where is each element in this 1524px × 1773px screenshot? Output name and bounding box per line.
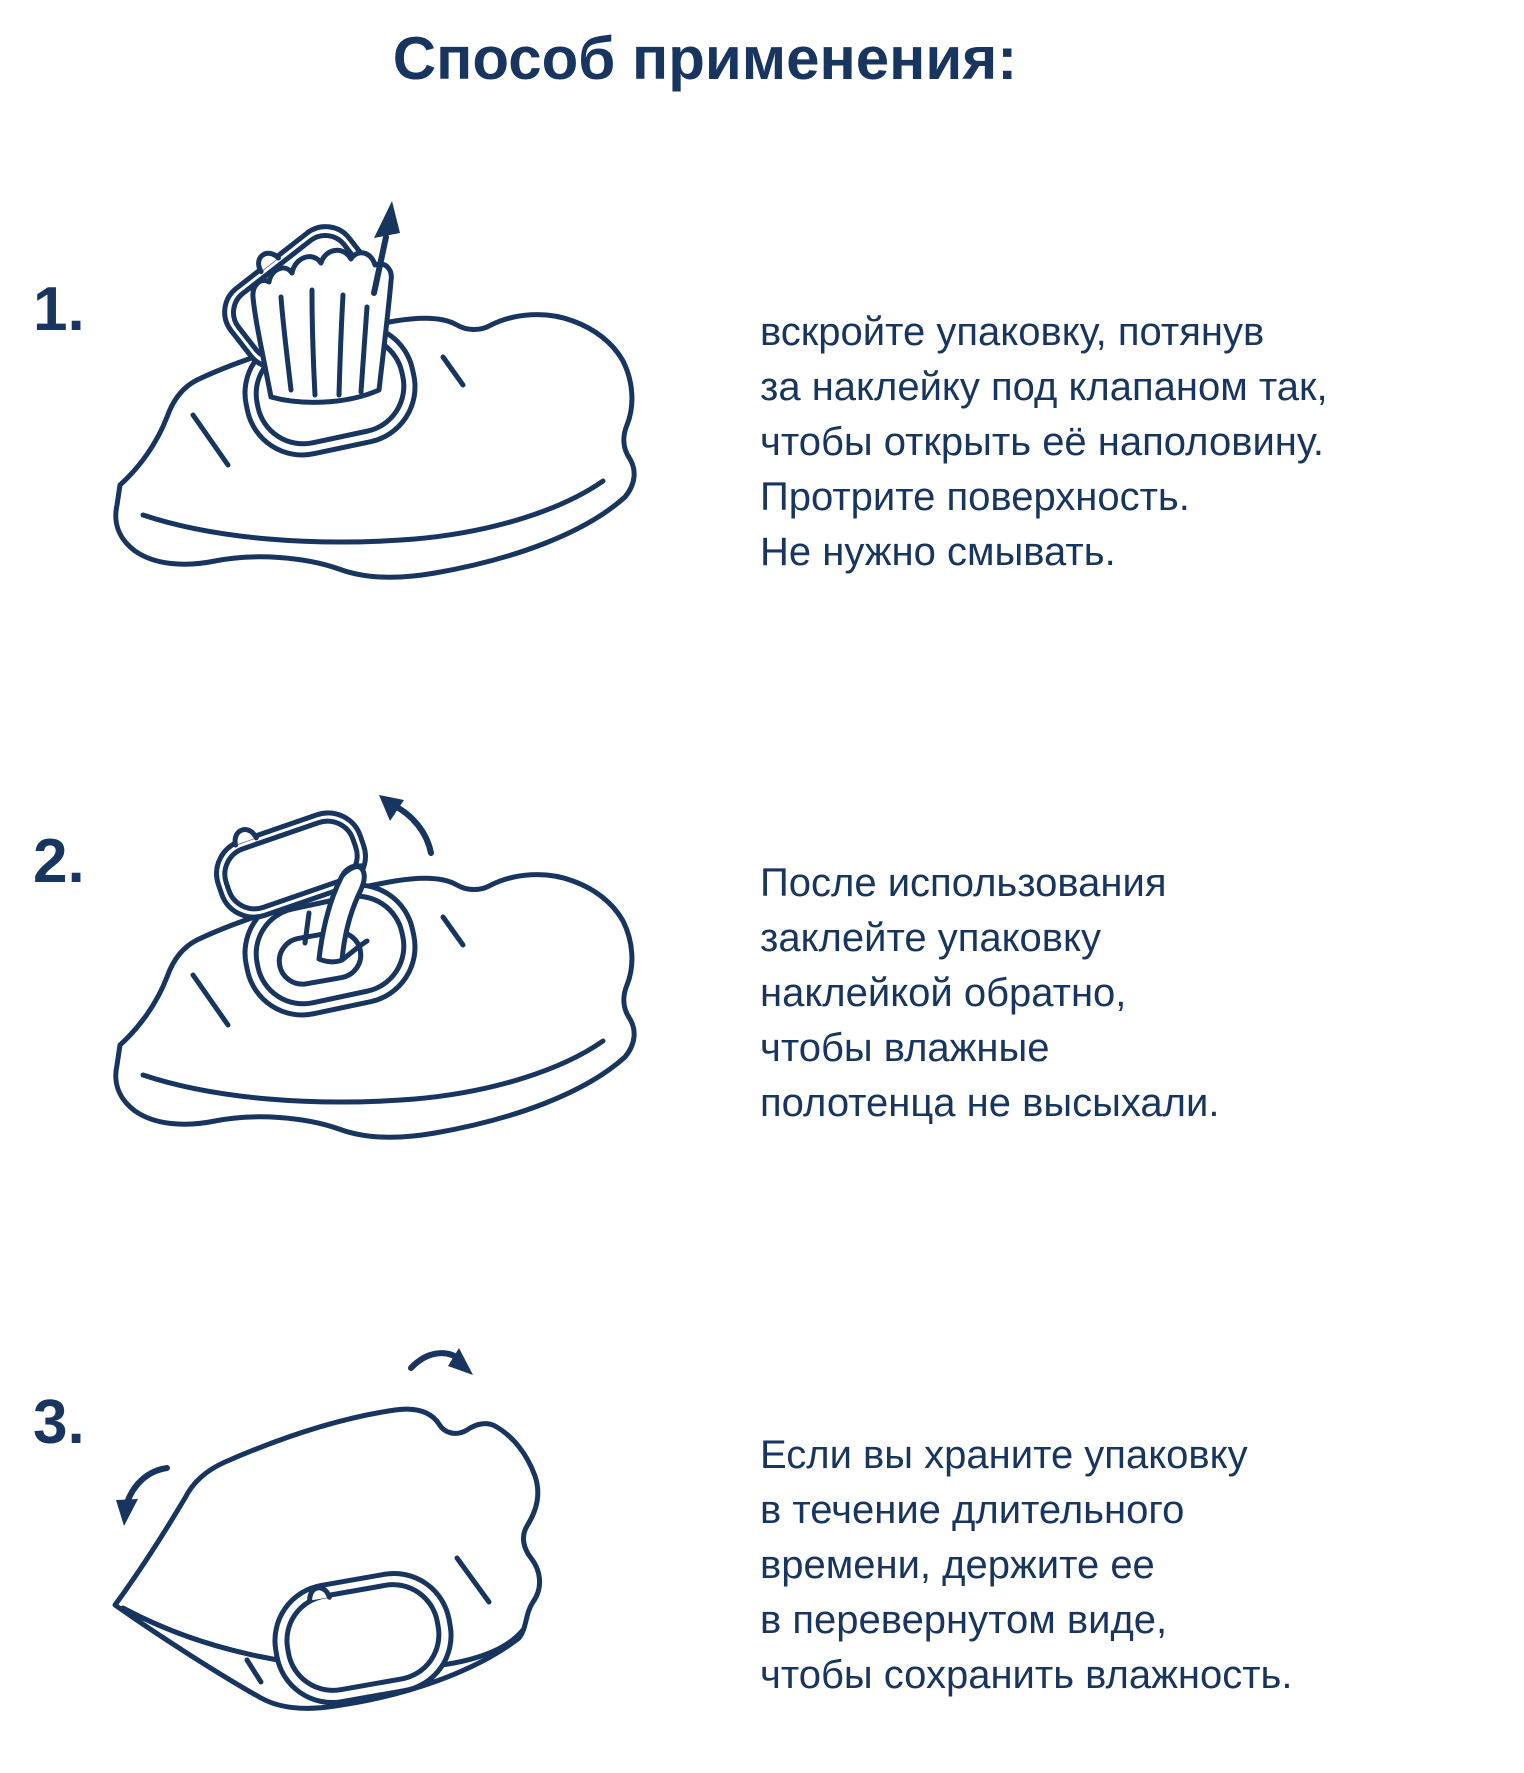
wipes-pack-drawing	[113, 201, 637, 580]
instruction-line: вскройте упаковку, потянув	[760, 310, 1265, 354]
instruction-line: После использования	[760, 861, 1167, 905]
closed-flap-ring	[272, 1570, 454, 1706]
instruction-line: заклейте упаковку	[760, 916, 1101, 960]
step-1-number: 1.	[33, 275, 85, 344]
wipe-sheets	[250, 247, 394, 405]
step-2-number: 2.	[33, 827, 85, 896]
page-title: Способ применения:	[392, 25, 1018, 92]
wipes-pack-upside-down-drawing	[112, 1348, 542, 1711]
instruction-line: времени, держите ее	[760, 1543, 1155, 1587]
rotate-arrow-right-icon	[408, 1348, 473, 1375]
instruction-line: наклейкой обратно,	[760, 971, 1127, 1015]
step-1-text: вскройте упаковку, потянув за наклейку п…	[760, 305, 1440, 580]
instruction-line: чтобы влажные	[760, 1026, 1050, 1070]
step-3-number: 3.	[33, 1388, 85, 1457]
instruction-line: в перевернутом виде,	[760, 1598, 1168, 1642]
step-2-text: После использования заклейте упаковку на…	[760, 856, 1440, 1131]
instruction-line: чтобы открыть её наполовину.	[760, 420, 1324, 464]
instruction-line: в течение длительного	[760, 1488, 1185, 1532]
up-arrow-icon	[371, 201, 400, 296]
step-2-illustration	[113, 795, 637, 1140]
curved-arrow-icon	[379, 795, 434, 856]
instruction-line: Не нужно смывать.	[760, 530, 1116, 574]
step-1-illustration	[113, 201, 637, 580]
instruction-line: Если вы храните упаковку	[760, 1433, 1248, 1477]
reseal-sticker	[316, 863, 370, 965]
step-3-text: Если вы храните упаковку в течение длите…	[760, 1428, 1440, 1703]
step-3-illustration	[112, 1348, 542, 1711]
instruction-line: чтобы сохранить влажность.	[760, 1653, 1293, 1697]
wipes-pack-drawing	[113, 795, 637, 1140]
instruction-line: Протрите поверхность.	[760, 475, 1190, 519]
instruction-line: за наклейку под клапаном так,	[760, 365, 1328, 409]
open-flap-lid	[214, 810, 368, 920]
rotate-arrow-left-icon	[116, 1465, 170, 1526]
instruction-line: полотенца не высыхали.	[760, 1081, 1220, 1125]
